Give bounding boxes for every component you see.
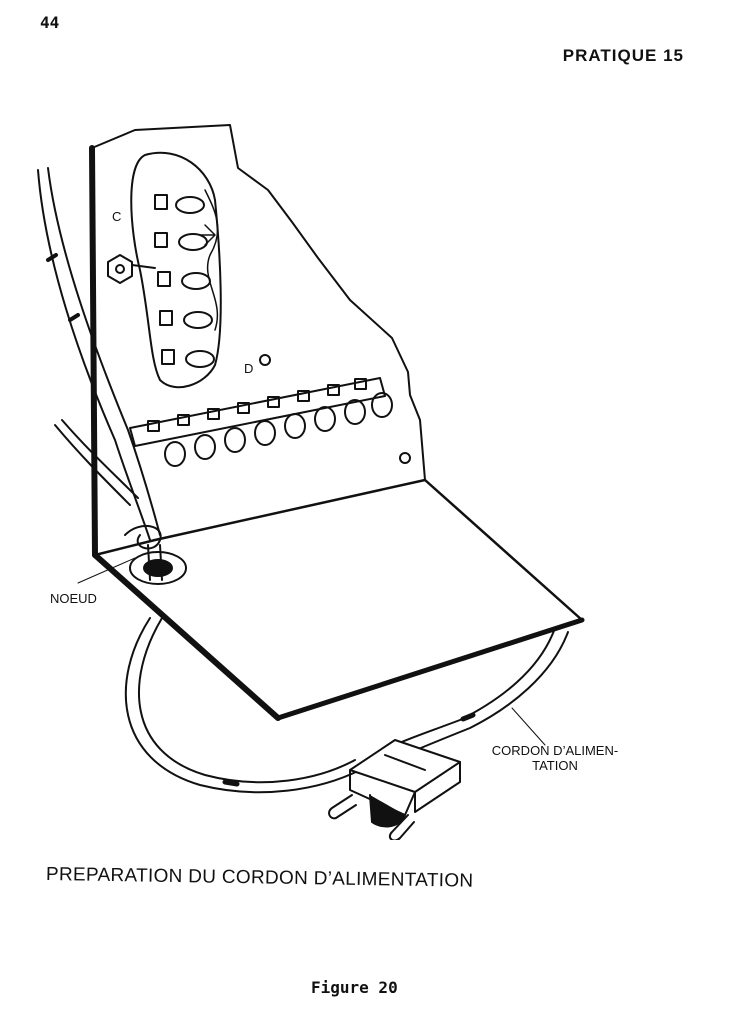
figure-number: Figure 20 (311, 978, 398, 997)
label-power-cord-line1: CORDON D’ALIMEN- (491, 743, 619, 758)
terminal-strip-c (130, 151, 222, 389)
base-plate (93, 478, 584, 720)
label-c: C (112, 209, 122, 224)
grommet-knot (124, 525, 187, 585)
terminal-strip-horizontal (129, 377, 393, 467)
hole-d (259, 354, 271, 366)
mounting-nut (107, 254, 156, 284)
knot-leader (77, 557, 136, 584)
chassis-illustration (37, 124, 585, 840)
power-leads (37, 169, 151, 541)
page-number: 44 (40, 13, 60, 32)
chapter-title: PRATIQUE 15 (562, 46, 684, 65)
label-d: D (244, 361, 254, 376)
label-power-cord: CORDON D’ALIMEN- TATION (480, 743, 630, 774)
power-cord (124, 617, 361, 794)
banana-plug (328, 739, 461, 840)
label-knot: NOEUD (50, 591, 97, 606)
label-power-cord-line2: TATION (532, 757, 578, 773)
figure-caption: PREPARATION DU CORDON D’ALIMENTATION (45, 864, 474, 892)
cord-leader (511, 707, 546, 746)
vertical-panel (91, 124, 426, 481)
